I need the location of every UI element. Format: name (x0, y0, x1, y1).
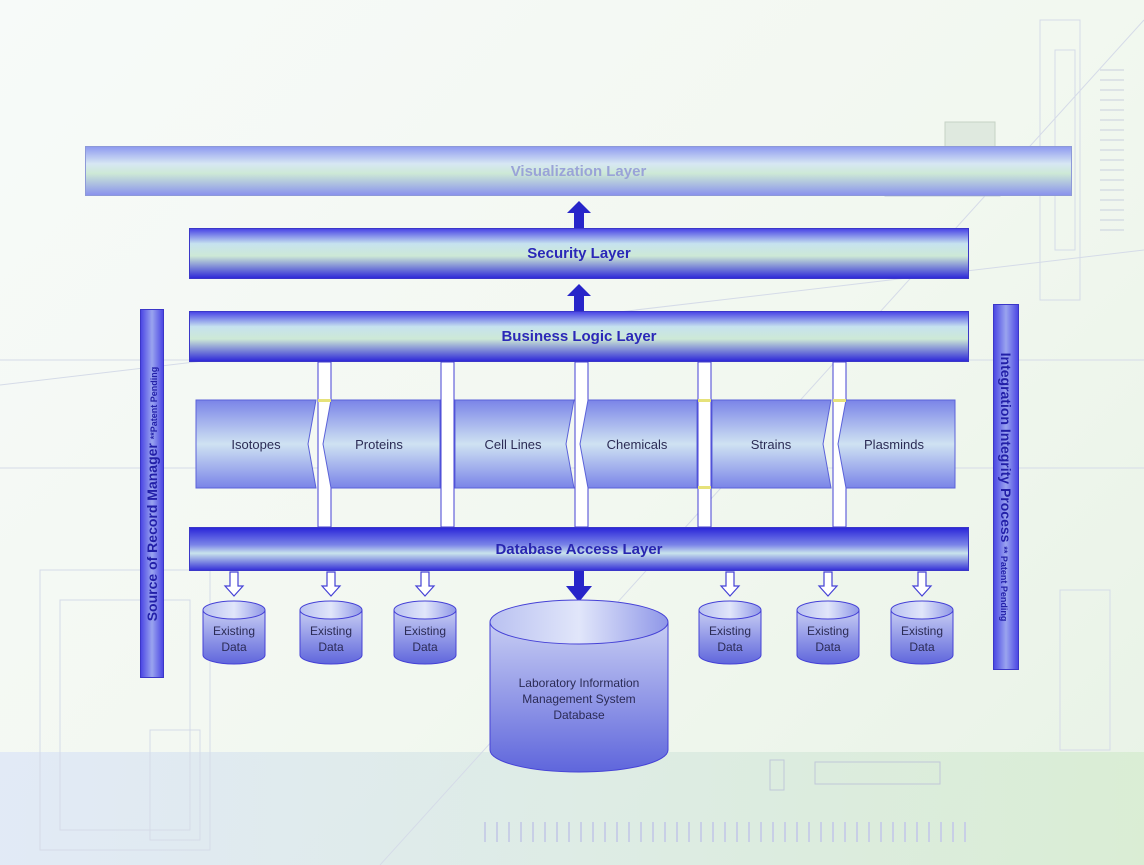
domain-label-cell-lines: Cell Lines (484, 437, 542, 452)
chevron-plasminds (837, 399, 956, 489)
chevron-cell-lines (454, 399, 575, 489)
integration-integrity-process-label: Integration Integrity Process ** Patent … (998, 352, 1014, 622)
domain-label-plasminds: Plasminds (864, 437, 924, 452)
existing-data-cylinder-5 (796, 600, 860, 665)
source-of-record-manager-bar: Source of Record Manager **Patent Pendin… (140, 309, 164, 678)
source-of-record-manager-label: Source of Record Manager **Patent Pendin… (144, 366, 160, 621)
database-access-layer: Database Access Layer (189, 527, 969, 571)
existing-data-cylinder-1 (202, 600, 266, 665)
existing-data-label: Existing (709, 624, 751, 638)
integration-integrity-process-bar: Integration Integrity Process ** Patent … (993, 304, 1019, 670)
chevron-proteins (322, 399, 441, 489)
chevron-chemicals (579, 399, 698, 489)
existing-data-cylinder-6 (890, 600, 954, 665)
existing-data-label: Data (815, 640, 841, 654)
existing-data-label: Existing (213, 624, 255, 638)
visualization-layer-label: Visualization Layer (510, 162, 647, 180)
existing-data-label: Data (318, 640, 344, 654)
existing-data-label: Data (412, 640, 438, 654)
existing-data-cylinder-4 (698, 600, 762, 665)
domain-label-isotopes: Isotopes (231, 437, 281, 452)
existing-data-label: Data (221, 640, 247, 654)
existing-data-label: Existing (404, 624, 446, 638)
existing-data-label: Data (717, 640, 743, 654)
lims-label: Laboratory Information (519, 676, 640, 690)
database-access-layer-label: Database Access Layer (495, 540, 663, 558)
business-logic-layer: Business Logic Layer (189, 311, 969, 362)
hollow-down-arrows (223, 571, 933, 597)
lims-label: Management System (522, 692, 635, 706)
domain-label-chemicals: Chemicals (607, 437, 668, 452)
domain-label-proteins: Proteins (355, 437, 403, 452)
domain-label-strains: Strains (751, 437, 792, 452)
visualization-layer: Visualization Layer (85, 146, 1072, 196)
down-arrow-to-lims (566, 571, 592, 602)
existing-data-label: Existing (807, 624, 849, 638)
business-logic-layer-label: Business Logic Layer (501, 328, 657, 345)
security-layer: Security Layer (189, 228, 969, 279)
existing-data-cylinder-2 (299, 600, 363, 665)
chevron-isotopes (195, 399, 317, 489)
existing-data-label: Existing (310, 624, 352, 638)
domain-chevrons (195, 399, 956, 489)
existing-data-label: Data (909, 640, 935, 654)
lims-label: Database (553, 708, 605, 722)
up-arrow-business-to-security (567, 284, 591, 311)
security-layer-label: Security Layer (527, 245, 631, 262)
chevron-strains (711, 399, 832, 489)
existing-data-label: Existing (901, 624, 943, 638)
up-arrow-security-to-visualization (567, 201, 591, 228)
lims-database-cylinder (489, 599, 669, 773)
existing-data-cylinders (202, 600, 954, 665)
existing-data-cylinder-3 (393, 600, 457, 665)
